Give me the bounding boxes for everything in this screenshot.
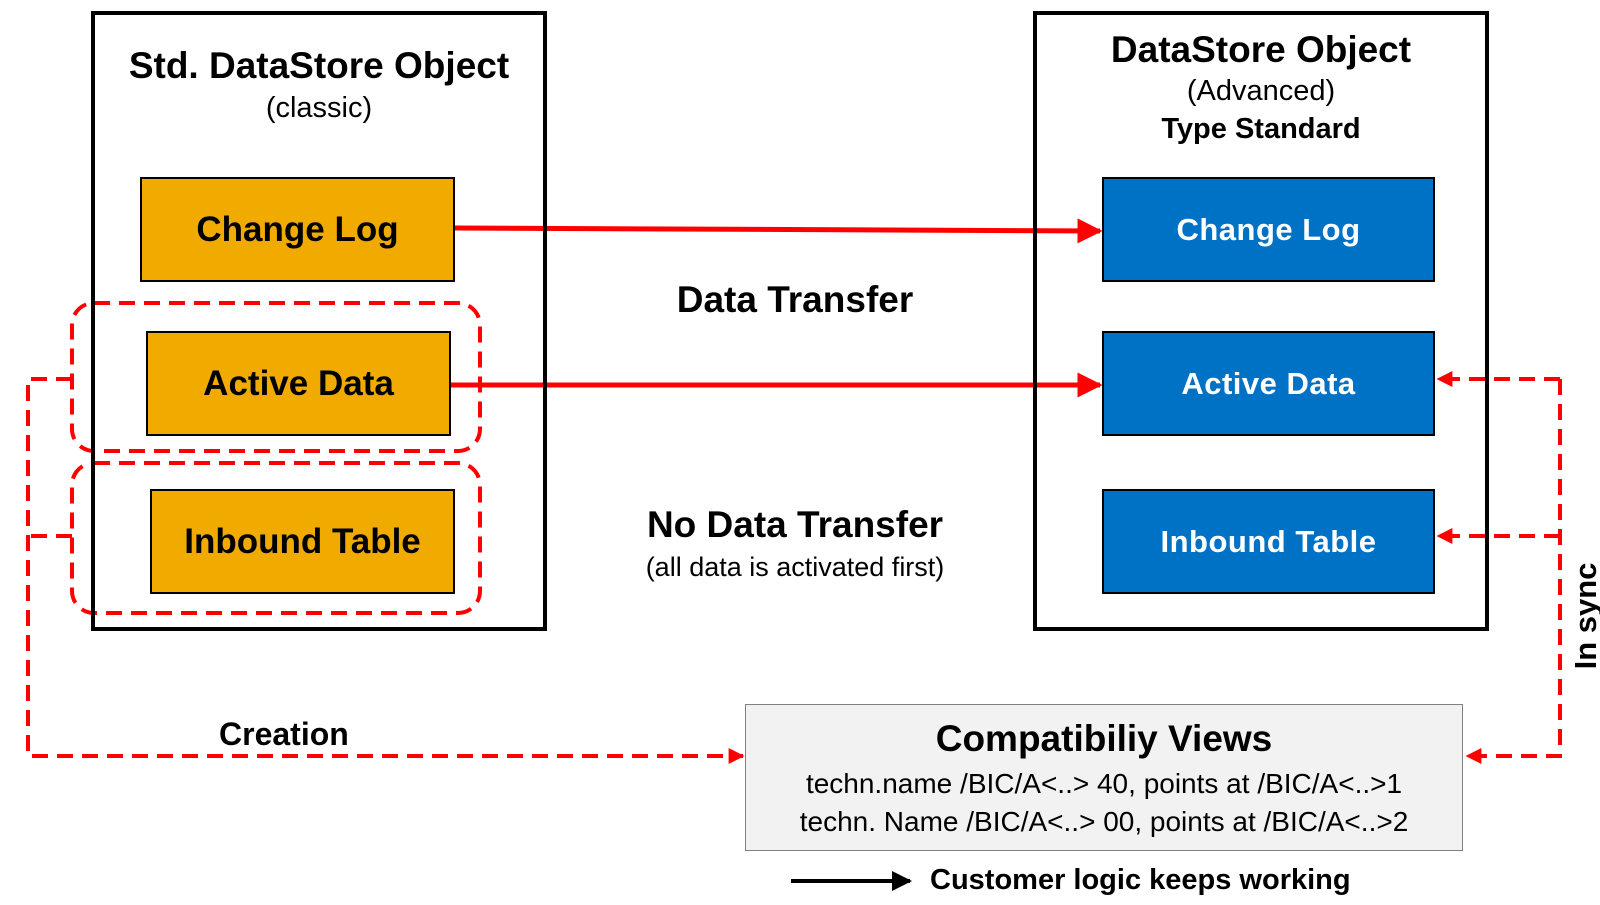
classic-dso-container bbox=[91, 11, 547, 631]
data-transfer-label: Data Transfer bbox=[676, 279, 914, 320]
advanced-dso-title: DataStore Object bbox=[1110, 29, 1412, 70]
classic-change-log: Change Log bbox=[140, 177, 455, 282]
advanced-change-log: Change Log bbox=[1102, 177, 1435, 282]
classic-active-data: Active Data bbox=[146, 331, 451, 436]
in-sync-connector bbox=[1465, 379, 1562, 764]
advanced-dso-type: Type Standard bbox=[1161, 113, 1361, 145]
creation-label: Creation bbox=[219, 716, 349, 752]
advanced-dso-container bbox=[1033, 11, 1489, 631]
compatibility-views-box bbox=[745, 704, 1463, 851]
compatibility-views-line2: techn. Name /BIC/A<..> 00, points at /BI… bbox=[799, 806, 1409, 837]
transfer-arrow-change-log bbox=[454, 218, 1103, 244]
creation-connector bbox=[26, 377, 745, 764]
advanced-dso-subtitle: (Advanced) bbox=[1186, 75, 1336, 107]
legend-text: Customer logic keeps working bbox=[930, 864, 1351, 896]
no-data-transfer-label: No Data Transfer bbox=[646, 504, 944, 545]
advanced-active-data: Active Data bbox=[1102, 331, 1435, 436]
classic-dso-title: Std. DataStore Object bbox=[128, 45, 510, 86]
advanced-inbound-table: Inbound Table bbox=[1102, 489, 1435, 594]
compatibility-views-title: Compatibiliy Views bbox=[935, 718, 1273, 759]
compatibility-views-line1: techn.name /BIC/A<..> 40, points at /BIC… bbox=[805, 768, 1403, 799]
no-data-transfer-note: (all data is activated first) bbox=[645, 552, 945, 582]
in-sync-label: In sync bbox=[1568, 562, 1600, 670]
classic-inbound-table: Inbound Table bbox=[150, 489, 455, 594]
classic-dso-subtitle: (classic) bbox=[265, 92, 373, 124]
